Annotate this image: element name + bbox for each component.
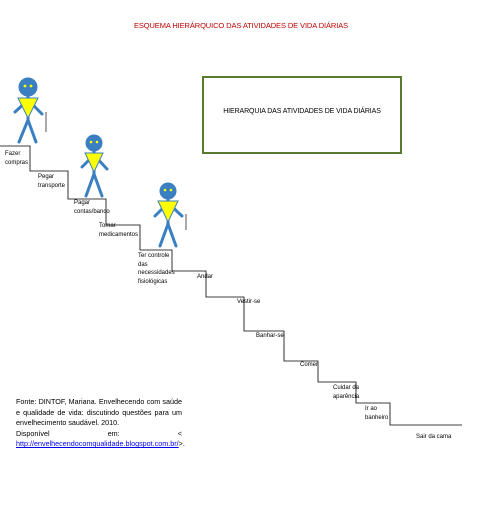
source-link-tail: >. xyxy=(178,439,185,448)
step-label-1: Fazer compras xyxy=(5,151,29,166)
availability-label: Disponível xyxy=(16,428,50,438)
availability-lt: < xyxy=(177,428,182,438)
step-label-4: Tomar medicamentos xyxy=(99,223,139,238)
source-citation: Fonte: DINTOF, Mariana. Envelhecendo com… xyxy=(16,397,185,450)
step-label-8: Banhar-se xyxy=(256,333,284,339)
hierarchy-box-title: HIERARQUIA DAS ATIVIDADES DE VIDA DIÁRIA… xyxy=(223,108,381,115)
step-label-5: Ter controle das necessidades fisiológic… xyxy=(138,253,175,285)
stick-figure-icon xyxy=(80,134,109,198)
step-label-6: Andar xyxy=(197,274,214,280)
step-label-9: Comer xyxy=(300,362,319,368)
step-label-7: Vestir-se xyxy=(237,299,261,305)
step-label-12: Sair da cama xyxy=(416,434,452,440)
availability-row: Disponível em: < xyxy=(16,429,182,440)
availability-em: em: xyxy=(107,428,120,438)
step-label-10: Cuidar da aparência xyxy=(332,385,360,400)
page-title: ESQUEMA HIERÁRQUICO DAS ATIVIDADES DE VI… xyxy=(133,21,349,30)
stick-figure-icon xyxy=(13,77,47,144)
source-text: Fonte: DINTOF, Mariana. Envelhecendo com… xyxy=(16,397,182,427)
source-link[interactable]: http://envelhecendocomqualidade.blogspot… xyxy=(16,439,179,448)
step-label-3: Pagar contas/banco xyxy=(74,200,110,215)
step-label-11: Ir ao banheiro xyxy=(365,406,389,421)
source-link-row: http://envelhecendocomqualidade.blogspot… xyxy=(16,439,185,450)
hierarchy-box xyxy=(202,76,402,154)
step-label-2: Pegar transporte xyxy=(38,174,66,189)
stick-figure-icon xyxy=(153,182,187,248)
